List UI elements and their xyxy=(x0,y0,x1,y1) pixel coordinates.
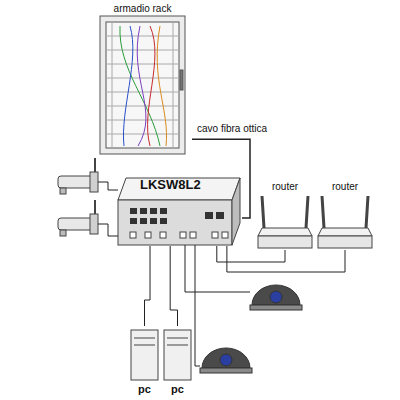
node-label: pc xyxy=(160,383,195,396)
camera-cable xyxy=(98,182,250,366)
dome-camera xyxy=(200,285,302,373)
pc-tower xyxy=(131,330,191,380)
network-cable xyxy=(227,246,345,272)
cable-line xyxy=(192,139,250,218)
node-label: router xyxy=(316,181,374,193)
node-label: pc xyxy=(127,383,162,396)
router-node: router xyxy=(256,180,314,250)
rack-node: armadio rack xyxy=(93,2,192,158)
router-node: router xyxy=(316,180,374,250)
switch-node: LKSW8L2 xyxy=(116,176,242,246)
node-label: router xyxy=(256,181,314,193)
pc-node: pc xyxy=(127,326,162,396)
network-cable xyxy=(145,246,151,326)
pc-node: pc xyxy=(160,326,195,396)
router-device xyxy=(258,196,372,248)
cable-label: cavo fibra ottica xyxy=(195,123,269,135)
node-label: LKSW8L2 xyxy=(116,177,242,192)
rack-cabinet xyxy=(100,16,185,154)
network-cable xyxy=(170,246,177,326)
cable-line xyxy=(170,246,177,326)
cable-line xyxy=(227,246,345,272)
fiber-cable xyxy=(192,139,250,218)
node-label: armadio rack xyxy=(93,3,192,15)
wireless-camera xyxy=(58,158,98,236)
cable-line xyxy=(145,246,151,326)
